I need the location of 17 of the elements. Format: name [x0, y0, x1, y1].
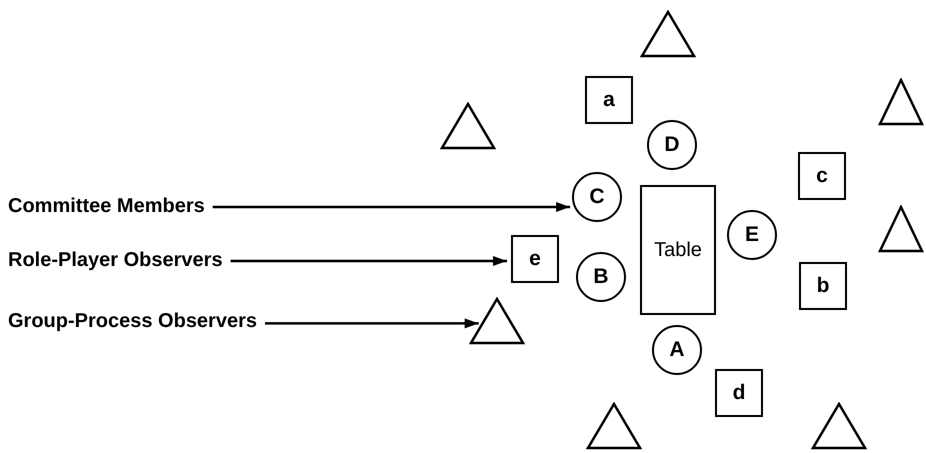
role-label: Committee Members [8, 192, 278, 220]
arrow [212, 202, 570, 212]
member-circle: C [572, 172, 622, 222]
role-label: Role-Player Observers [8, 246, 290, 274]
member-circle: E [727, 210, 777, 260]
member-circle: B [576, 252, 626, 302]
member-circle: D [647, 120, 697, 170]
arrow [230, 256, 507, 266]
role-player-square: b [799, 262, 847, 310]
table-rectangle: Table [640, 185, 716, 315]
role-label: Group-Process Observers [8, 307, 338, 335]
role-player-square: c [798, 152, 846, 200]
role-player-square: a [585, 76, 633, 124]
arrow [265, 318, 479, 328]
member-circle: A [652, 325, 702, 375]
role-player-square: e [511, 235, 559, 283]
role-player-square: d [715, 369, 763, 417]
